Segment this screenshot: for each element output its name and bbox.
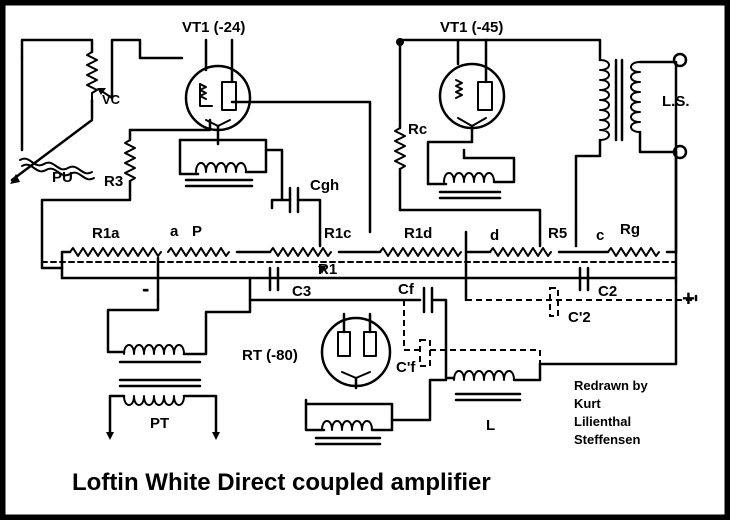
volume-control bbox=[20, 38, 184, 152]
credit-line-2: Kurt bbox=[574, 396, 601, 411]
label-c2: C2 bbox=[598, 283, 617, 300]
vt1-24-plate-wire bbox=[230, 100, 372, 234]
diagram-title: Loftin White Direct coupled amplifier bbox=[72, 469, 491, 496]
label-pu: PU bbox=[52, 169, 73, 186]
tube-rt-80 bbox=[320, 312, 392, 390]
label-vc: VC bbox=[102, 92, 121, 107]
label-rg: Rg bbox=[620, 221, 640, 238]
label-d: d bbox=[490, 227, 499, 244]
rc-resistor bbox=[394, 40, 542, 234]
divider-chain bbox=[41, 60, 678, 302]
label-cf: Cf bbox=[398, 281, 415, 298]
label-plus: + bbox=[682, 286, 695, 311]
label-minus: - bbox=[142, 276, 149, 301]
label-loudspeaker: L.S. bbox=[662, 93, 690, 110]
credit-line-3: Lilienthal bbox=[574, 414, 631, 429]
cf-prime-capacitor bbox=[403, 300, 541, 367]
label-vt1-45: VT1 (-45) bbox=[440, 19, 503, 36]
label-r1d: R1d bbox=[404, 225, 432, 242]
label-p: P bbox=[192, 223, 202, 240]
rt-filament-coil bbox=[304, 378, 448, 446]
tube-vt1-24 bbox=[184, 38, 252, 146]
label-c: c bbox=[596, 227, 604, 244]
cgh-capacitor bbox=[264, 148, 322, 234]
label-r5: R5 bbox=[548, 225, 567, 242]
tube-vt1-45 bbox=[426, 38, 506, 186]
label-rc: Rc bbox=[408, 121, 427, 138]
label-cf-prime: C'f bbox=[396, 359, 416, 376]
pickup-coil bbox=[10, 118, 95, 184]
label-c3: C3 bbox=[292, 283, 311, 300]
label-r1: R1 bbox=[318, 261, 337, 278]
power-transformer bbox=[106, 298, 252, 440]
output-transformer bbox=[558, 38, 688, 234]
label-vt1-24: VT1 (-24) bbox=[182, 19, 245, 36]
credit-line-1: Redrawn by bbox=[574, 378, 648, 393]
label-a: a bbox=[170, 223, 179, 240]
label-pt: PT bbox=[150, 415, 169, 432]
credit-line-4: Steffensen bbox=[574, 432, 641, 447]
label-r3: R3 bbox=[104, 173, 123, 190]
vt1-24-filament-coil bbox=[178, 138, 268, 188]
label-rt-80: RT (-80) bbox=[242, 347, 298, 364]
choke-l bbox=[444, 350, 542, 402]
label-r1a: R1a bbox=[92, 225, 120, 242]
label-c2-prime: C'2 bbox=[568, 309, 591, 326]
label-cgh: Cgh bbox=[310, 177, 339, 194]
label-r1c: R1c bbox=[324, 225, 352, 242]
vt1-45-filament-coil bbox=[426, 148, 516, 200]
label-l: L bbox=[486, 417, 495, 434]
